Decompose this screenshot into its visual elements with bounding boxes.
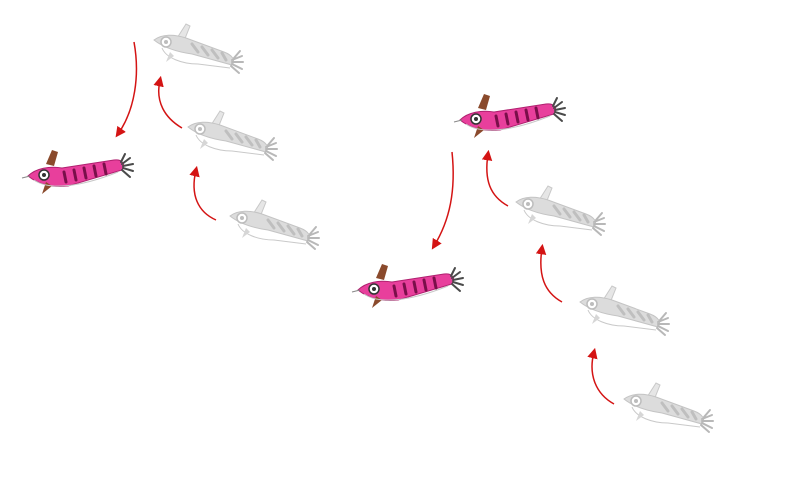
ghost-lure-right-3 [622,381,715,434]
arrow-fall-left [115,41,138,138]
arrow-rise-right-3 [587,347,615,405]
ghost-lure-left-2 [186,109,279,162]
right-sequence [350,92,715,434]
pink-lure-left-active [20,148,135,196]
arrow-rise-left-2 [189,165,217,221]
ghost-lure-left-1 [152,22,245,75]
pink-lure-right-top [452,92,567,140]
ghost-lure-left-3 [228,198,321,251]
arrow-rise-right-1 [481,149,509,207]
left-sequence [20,22,321,251]
ghost-lure-right-2 [578,284,671,337]
pink-lure-right-active [350,262,465,310]
ghost-lure-right-1 [514,184,607,237]
arrow-rise-left-1 [153,75,183,129]
arrow-rise-right-2 [535,243,563,303]
arrow-fall-right [431,151,454,250]
